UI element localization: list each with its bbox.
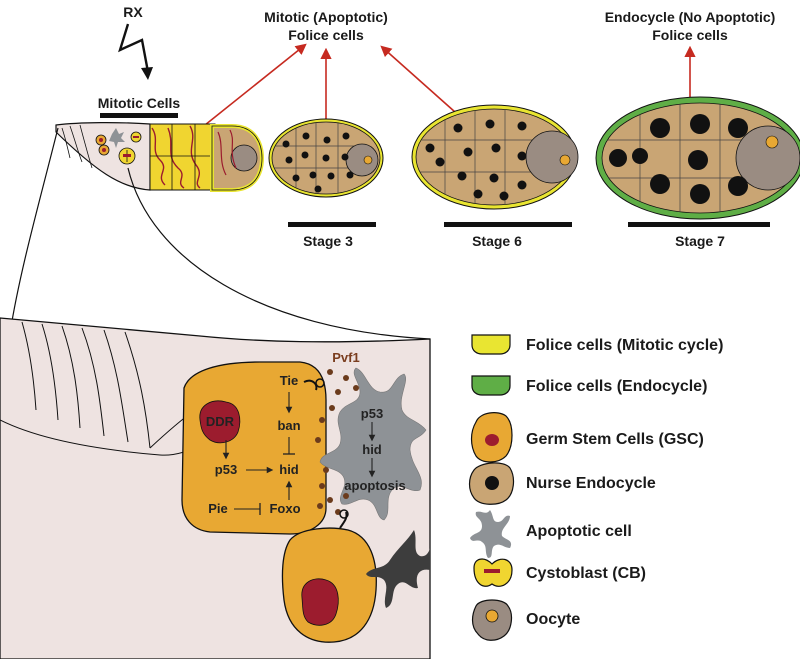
mitotic-cells-bar: [100, 113, 178, 118]
stage6-egg-chamber: [411, 104, 579, 210]
legend-label-1: Folice cells (Endocycle): [526, 378, 707, 395]
stage6-bar: [444, 222, 572, 227]
legend-icon-apoptotic: [470, 510, 512, 558]
pvf1-ligand-dots: [315, 369, 359, 515]
legend-icon-cystoblast: [473, 558, 513, 587]
stage3-bar: [288, 222, 376, 227]
apo-apoptosis-label: apoptosis: [344, 478, 405, 493]
hid-label: hid: [279, 462, 299, 477]
legend-label-5: Cystoblast (CB): [526, 565, 646, 582]
stage6-label: Stage 6: [472, 233, 522, 249]
pie-label: Pie: [208, 501, 228, 516]
ban-label: ban: [277, 418, 300, 433]
ddr-label: DDR: [206, 414, 235, 429]
legend: Folice cells (Mitotic cycle) Folice cell…: [468, 334, 723, 641]
foxo-label: Foxo: [269, 501, 300, 516]
legend-label-0: Folice cells (Mitotic cycle): [526, 337, 723, 354]
legend-label-3: Nurse Endocycle: [526, 475, 656, 492]
zoom-line-left: [9, 127, 59, 334]
endocycle-header-line2: Folice cells: [652, 27, 728, 43]
gsc-pathway-cell: [181, 361, 327, 535]
apo-p53-label: p53: [361, 406, 383, 421]
legend-icon-green-follicle: [471, 375, 511, 396]
germarium: [55, 122, 265, 192]
radiation-arrowhead-icon: [141, 67, 153, 80]
mitotic-header-line1: Mitotic (Apoptotic): [264, 9, 388, 25]
apoptotic-dark-cell: [366, 530, 430, 608]
apo-hid-label: hid: [362, 442, 382, 457]
rx-label: RX: [123, 4, 143, 20]
tie-label: Tie: [280, 373, 299, 388]
p53-label: p53: [215, 462, 237, 477]
gsc-cell-lower: [281, 509, 377, 643]
pvf1-label: Pvf1: [332, 350, 359, 365]
apoptotic-cell-zoom: [319, 367, 427, 521]
legend-icon-yellow-follicle: [471, 334, 511, 355]
stage7-egg-chamber: [595, 96, 800, 220]
legend-icon-oocyte: [471, 599, 513, 641]
tie-receptor-ring-icon: [315, 378, 325, 388]
legend-label-6: Oocyte: [526, 611, 580, 628]
zoom-line-right: [127, 167, 431, 340]
legend-label-4: Apoptotic cell: [526, 523, 632, 540]
arrow-germarium-to-header: [204, 43, 307, 126]
legend-icon-nurse: [468, 462, 515, 505]
mitotic-cells-label: Mitotic Cells: [98, 95, 181, 111]
radiation-zigzag-icon: [118, 23, 150, 73]
stage3-label: Stage 3: [303, 233, 353, 249]
stage7-bar: [628, 222, 770, 227]
stage3-egg-chamber: [268, 118, 384, 198]
mitotic-header-line2: Folice cells: [288, 27, 364, 43]
arrow-stage6-to-header: [380, 45, 456, 113]
tie-receptor-icon: [303, 379, 318, 391]
legend-icon-gsc: [470, 412, 513, 463]
legend-label-2: Germ Stem Cells (GSC): [526, 431, 704, 448]
endocycle-header-line1: Endocycle (No Apoptotic): [605, 9, 776, 25]
stage7-label: Stage 7: [675, 233, 725, 249]
